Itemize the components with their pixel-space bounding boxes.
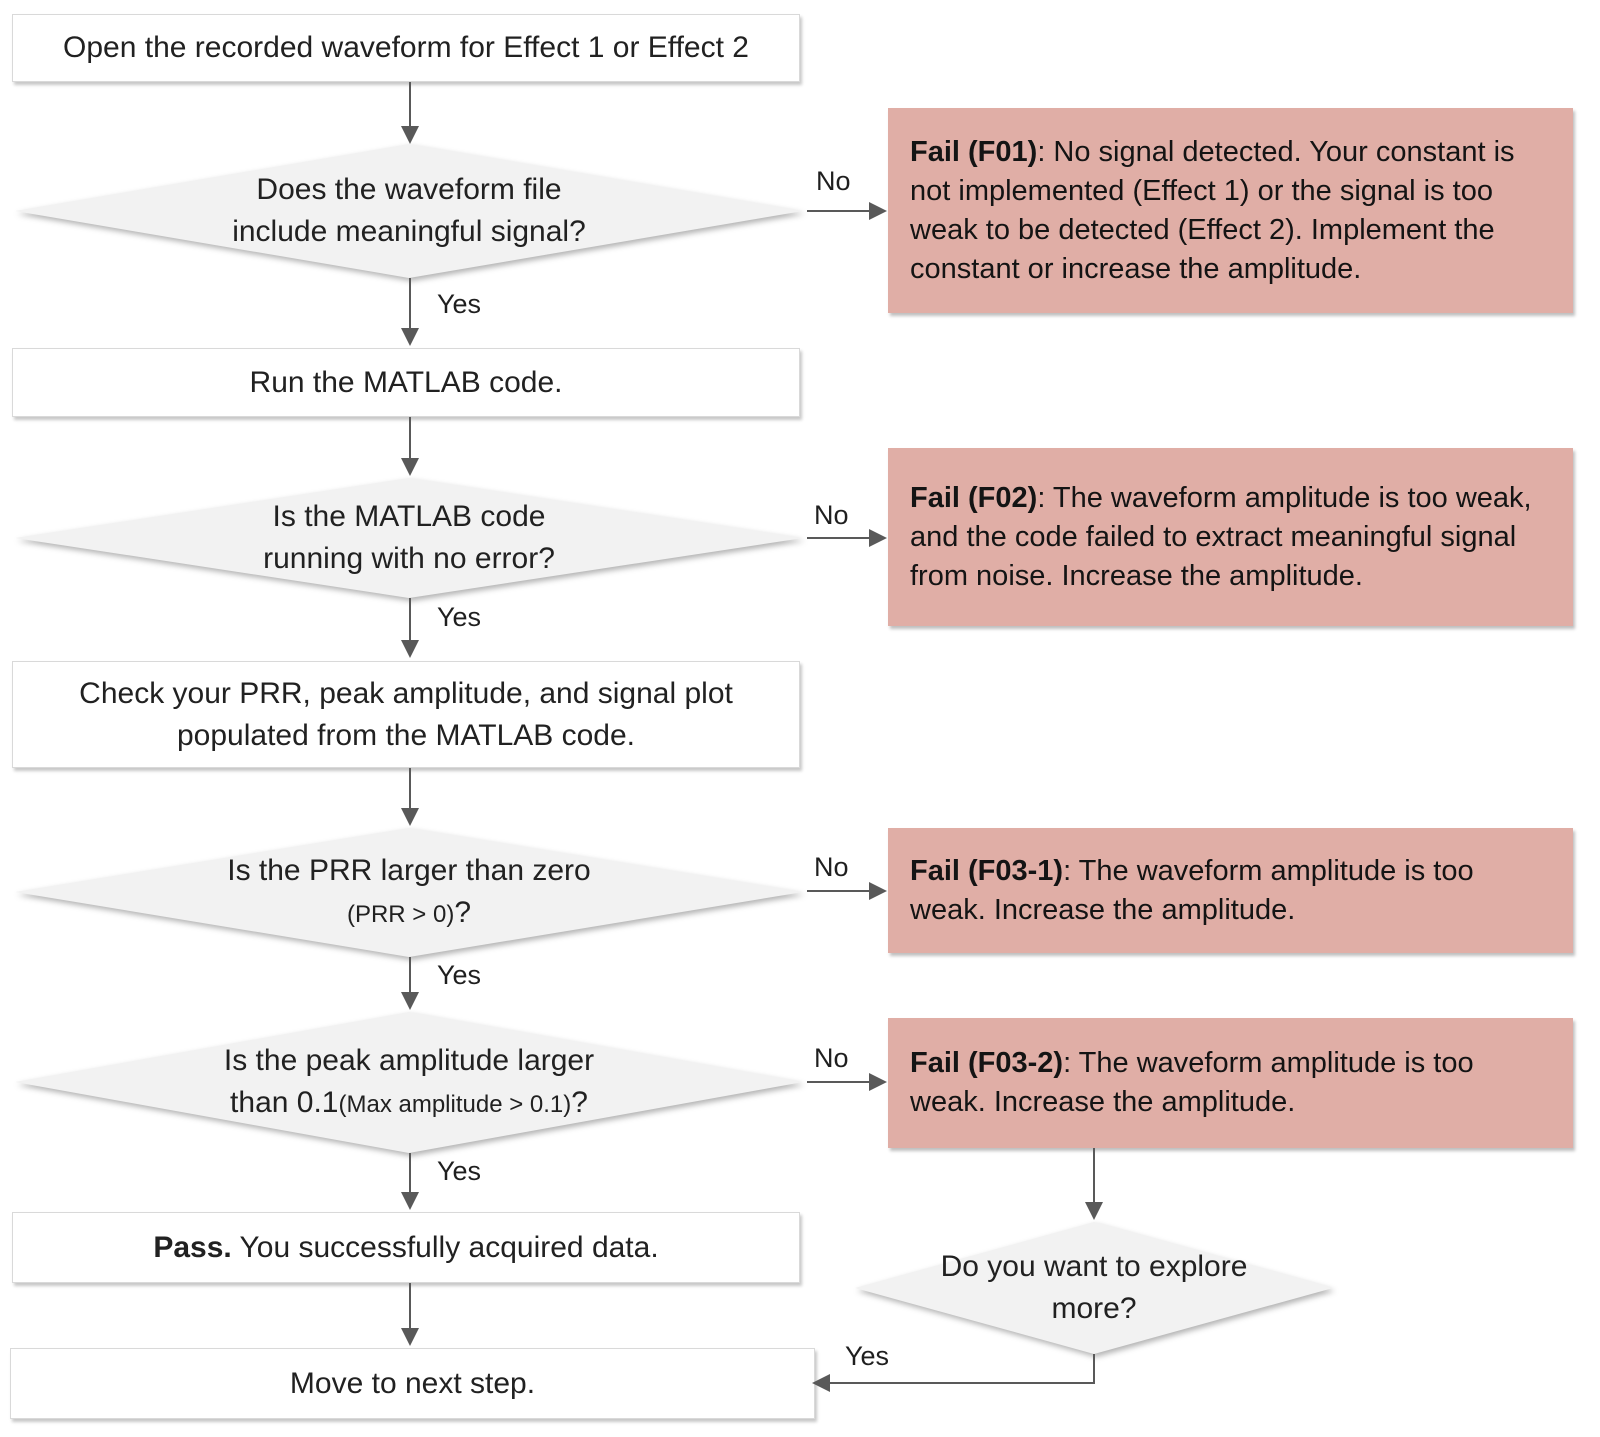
fail-f01-box: Fail (F01): No signal detected. Your con… <box>888 108 1573 313</box>
step-pass: Pass. You successfully acquired data. <box>12 1212 800 1283</box>
decision-error-shape <box>15 478 803 598</box>
fail-f01-message: : No signal detected. Your constant is n… <box>910 135 1515 285</box>
fail-f03-2-code: Fail (F03-2) <box>910 1047 1064 1079</box>
arrow-peak-to-pass-line <box>409 1153 411 1192</box>
edge-label-no-peak: No <box>814 1043 849 1073</box>
arrow-f032-to-explore-head <box>1085 1202 1103 1220</box>
edge-label-no-error: No <box>814 500 849 530</box>
step-check-outputs-line1: Check your PRR, peak amplitude, and sign… <box>79 676 733 710</box>
arrow-pass-to-move-line <box>409 1283 411 1328</box>
decision-peak-line1: Is the peak amplitude larger <box>223 1043 595 1077</box>
step-move-next: Move to next step. <box>10 1348 815 1419</box>
fail-f03-2-text: Fail (F03-2): The waveform amplitude is … <box>910 1044 1557 1122</box>
fail-f01-text: Fail (F01): No signal detected. Your con… <box>910 133 1557 289</box>
step-check-outputs: Check your PRR, peak amplitude, and sign… <box>12 661 800 768</box>
edge-label-no-prr: No <box>814 852 849 882</box>
fail-f03-2-message: : The waveform amplitude is too weak. In… <box>910 1047 1474 1118</box>
arrow-signal-to-f01-line <box>807 210 869 212</box>
decision-peak: Is the peak amplitude larger than 0.1(Ma… <box>15 1012 803 1153</box>
decision-peak-condition: (Max amplitude > 0.1) <box>338 1090 572 1118</box>
arrow-check-to-prr-line <box>409 768 411 808</box>
arrow-peak-to-pass-head <box>401 1192 419 1210</box>
decision-error: Is the MATLAB code running with no error… <box>15 478 803 598</box>
decision-peak-line2-prefix: than 0.1 <box>230 1085 339 1119</box>
arrow-pass-to-move-head <box>401 1328 419 1346</box>
fail-f03-1-message: : The waveform amplitude is too weak. In… <box>910 854 1474 926</box>
arrow-prr-to-f031-head <box>869 882 887 900</box>
arrow-error-to-f02-line <box>807 537 869 539</box>
arrow-error-to-check-line <box>409 598 411 640</box>
fail-f02-message: : The waveform amplitude is too weak, an… <box>910 481 1532 592</box>
decision-peak-question-mark: ? <box>571 1085 588 1119</box>
step-pass-rest: You successfully acquired data. <box>231 1230 659 1264</box>
arrow-run-to-error-head <box>401 458 419 476</box>
arrow-open-to-signal-line <box>409 82 411 126</box>
arrow-peak-to-f032-head <box>869 1073 887 1091</box>
decision-signal: Does the waveform file include meaningfu… <box>15 144 803 278</box>
decision-error-line2: running with no error? <box>263 542 555 575</box>
arrow-peak-to-f032-line <box>807 1081 869 1083</box>
decision-prr-condition: (PRR > 0) <box>346 900 455 928</box>
arrow-explore-to-move-hline <box>828 1382 1095 1384</box>
decision-prr-line1: Is the PRR larger than zero <box>227 853 591 887</box>
edge-label-yes-peak: Yes <box>437 1156 482 1186</box>
step-run-matlab: Run the MATLAB code. <box>12 348 800 417</box>
fail-f03-1-code: Fail (F03-1) <box>910 854 1064 887</box>
arrow-run-to-error-line <box>409 417 411 458</box>
decision-prr: Is the PRR larger than zero (PRR > 0)? <box>15 828 803 957</box>
fail-f02-code: Fail (F02) <box>910 481 1038 514</box>
decision-explore-line2: more? <box>1051 1292 1137 1325</box>
step-check-outputs-line2: populated from the MATLAB code. <box>176 718 636 752</box>
arrow-open-to-signal-head <box>401 126 419 144</box>
step-run-matlab-label: Run the MATLAB code. <box>249 365 563 399</box>
arrow-signal-to-f01-head <box>869 202 887 220</box>
edge-label-yes-error: Yes <box>437 602 482 632</box>
decision-prr-shape <box>15 828 803 957</box>
decision-error-line1: Is the MATLAB code <box>272 500 546 533</box>
step-open-waveform-label: Open the recorded waveform for Effect 1 … <box>63 31 749 64</box>
decision-prr-line2: (PRR > 0)? <box>347 892 471 936</box>
decision-signal-line1: Does the waveform file <box>256 173 562 206</box>
step-pass-bold: Pass. <box>153 1230 232 1264</box>
arrow-check-to-prr-head <box>401 808 419 826</box>
step-move-next-label: Move to next step. <box>289 1366 536 1400</box>
decision-signal-shape <box>15 144 803 278</box>
arrow-prr-to-peak-head <box>401 992 419 1010</box>
fail-f03-2-box: Fail (F03-2): The waveform amplitude is … <box>888 1018 1573 1148</box>
arrow-signal-to-run-head <box>401 328 419 346</box>
decision-explore-shape <box>855 1222 1333 1354</box>
decision-explore-line1: Do you want to explore <box>940 1250 1248 1283</box>
decision-signal-line2: include meaningful signal? <box>232 215 586 248</box>
fail-f02-box: Fail (F02): The waveform amplitude is to… <box>888 448 1573 626</box>
arrow-error-to-f02-head <box>869 529 887 547</box>
step-open-waveform: Open the recorded waveform for Effect 1 … <box>12 14 800 82</box>
edge-label-yes-explore: Yes <box>845 1341 890 1371</box>
fail-f03-1-box: Fail (F03-1): The waveform amplitude is … <box>888 828 1573 953</box>
arrow-explore-to-move-head <box>812 1374 830 1392</box>
edge-label-yes-signal: Yes <box>437 289 482 319</box>
decision-peak-shape <box>15 1012 803 1153</box>
edge-label-yes-prr: Yes <box>437 960 482 990</box>
arrow-signal-to-run-line <box>409 278 411 328</box>
arrow-prr-to-peak-line <box>409 957 411 992</box>
decision-explore: Do you want to explore more? <box>855 1222 1333 1354</box>
edge-label-no-signal: No <box>816 166 851 196</box>
arrow-explore-to-move-vline <box>1093 1354 1095 1384</box>
fail-f01-code: Fail (F01) <box>910 135 1038 168</box>
step-pass-label: Pass. You successfully acquired data. <box>153 1228 658 1268</box>
fail-f03-1-text: Fail (F03-1): The waveform amplitude is … <box>910 852 1557 930</box>
decision-prr-question-mark: ? <box>454 895 472 929</box>
arrow-prr-to-f031-line <box>807 890 869 892</box>
decision-peak-line2: than 0.1(Max amplitude > 0.1)? <box>230 1082 588 1126</box>
arrow-f032-to-explore-line <box>1093 1148 1095 1202</box>
arrow-error-to-check-head <box>401 640 419 658</box>
fail-f02-text: Fail (F02): The waveform amplitude is to… <box>910 479 1557 596</box>
